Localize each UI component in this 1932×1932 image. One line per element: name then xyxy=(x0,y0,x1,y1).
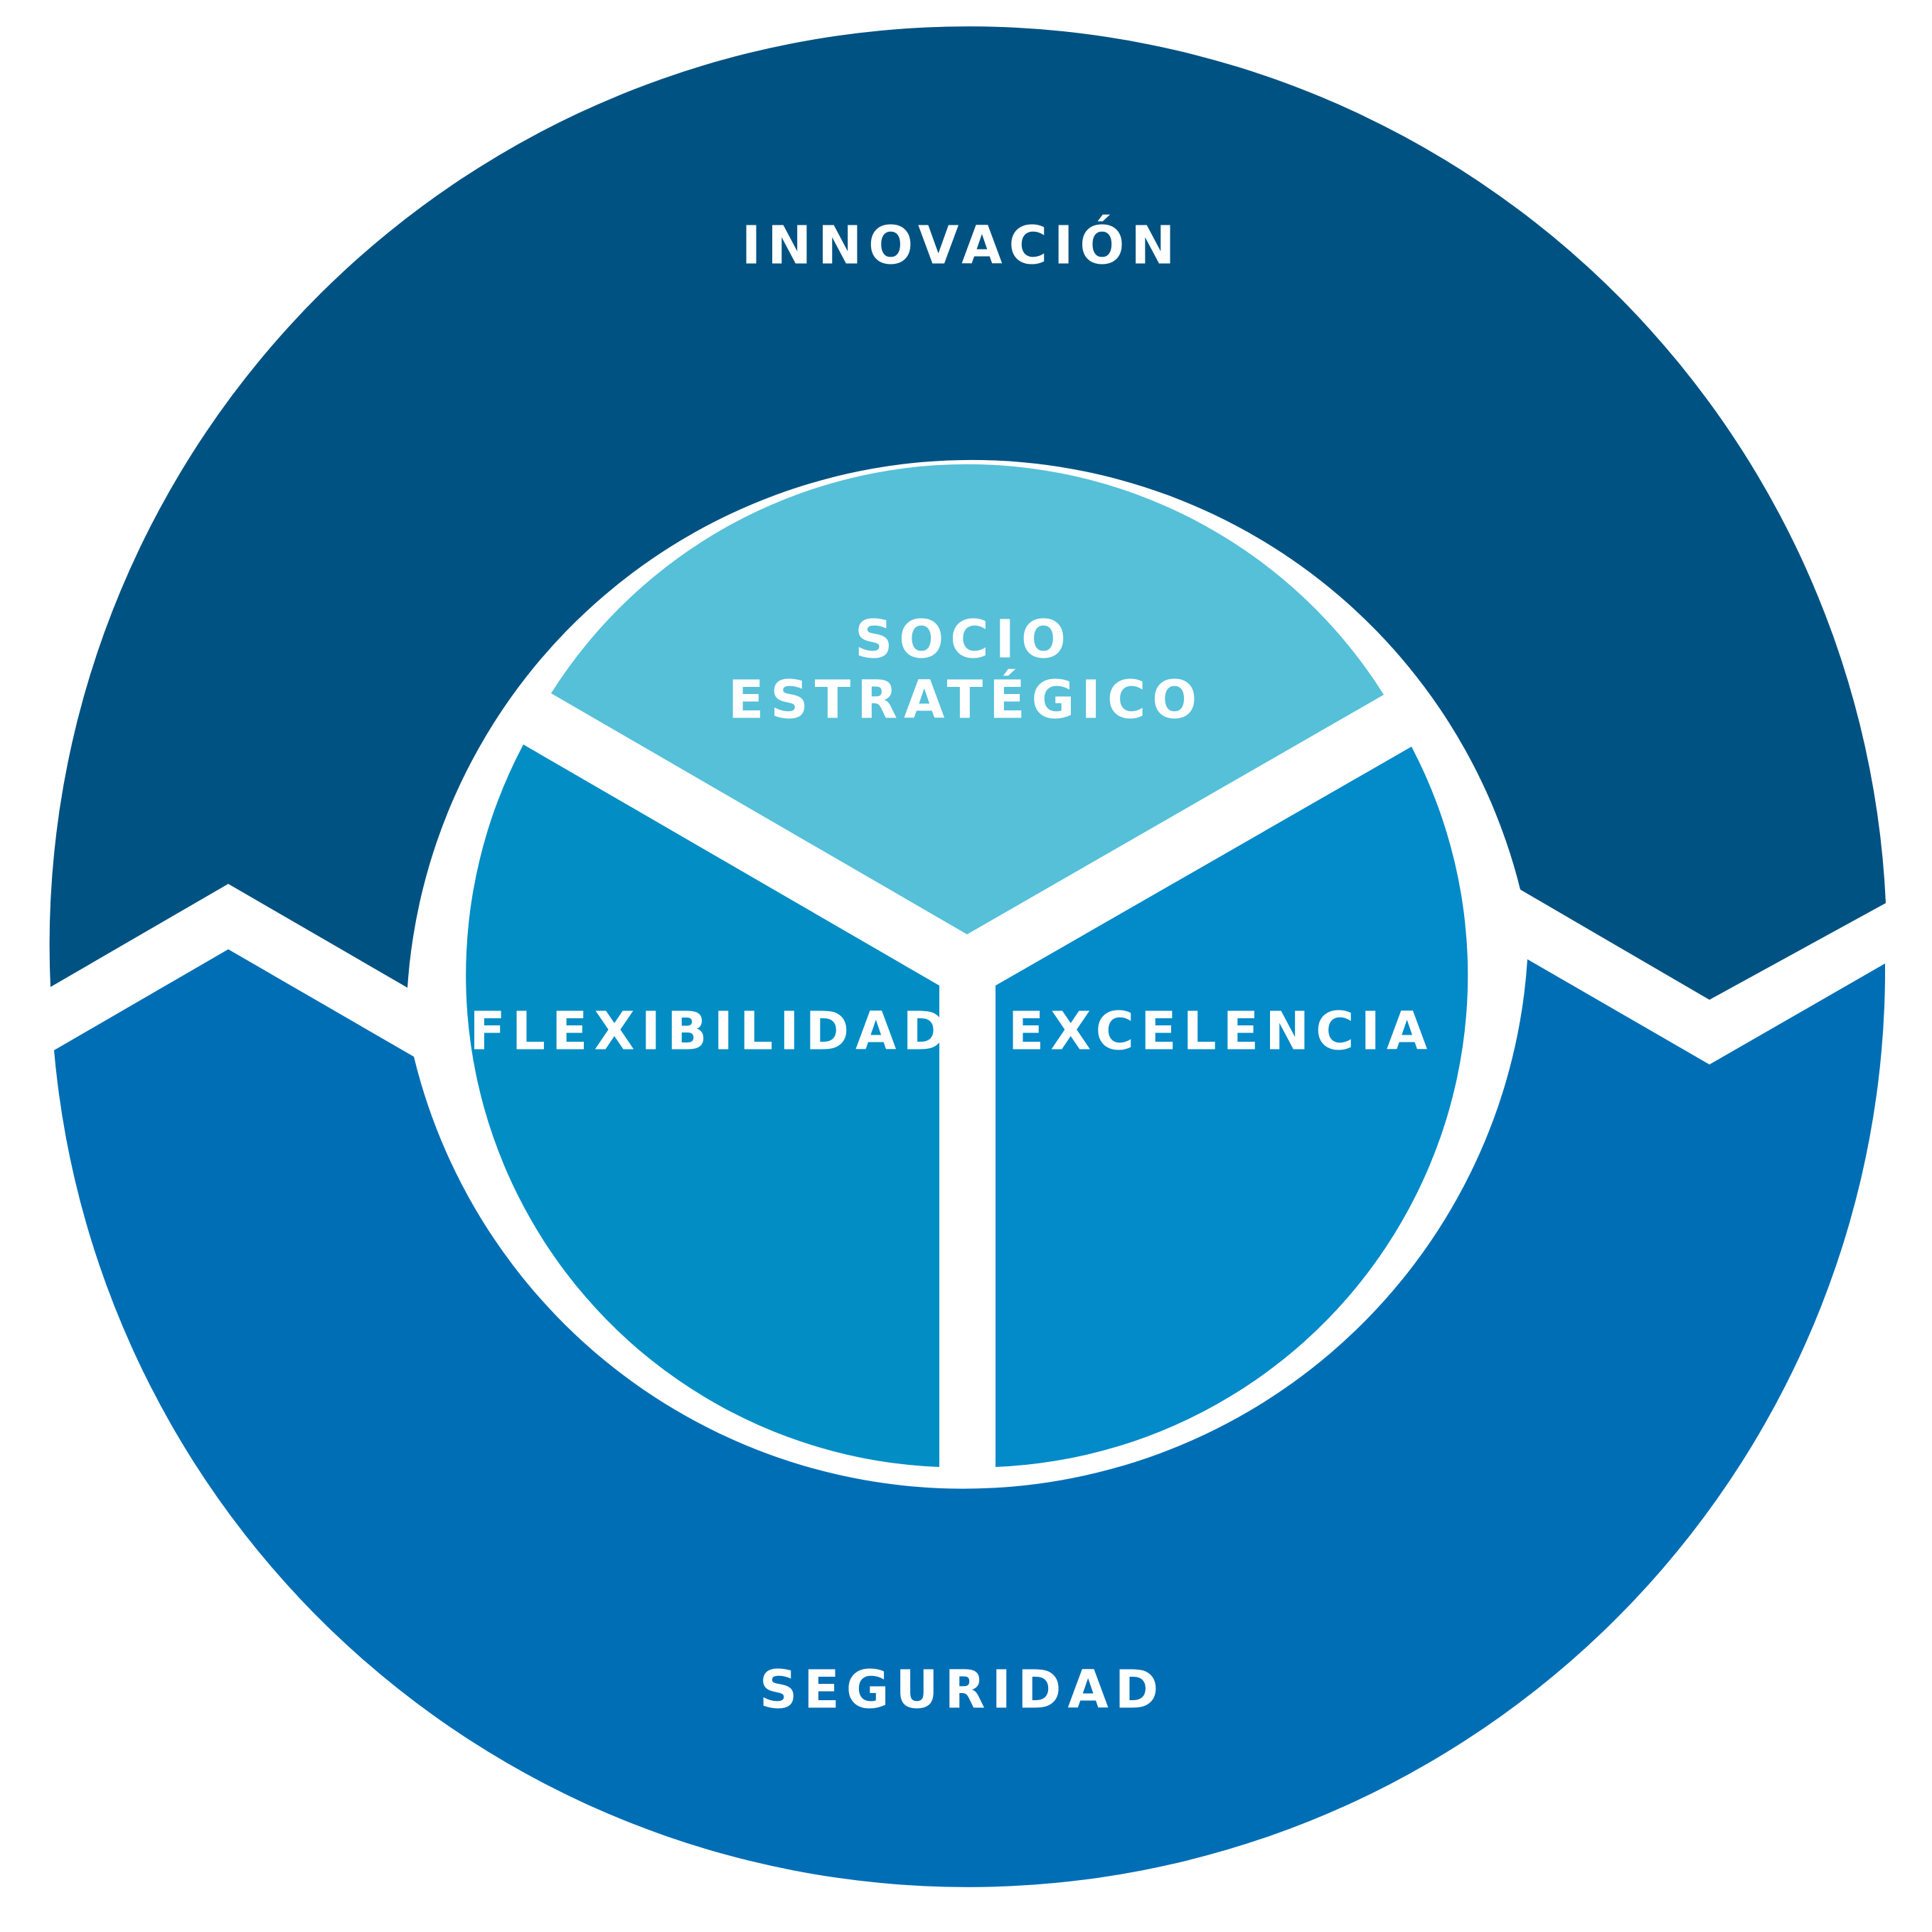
socio-label-line2: ESTRATÉGICO xyxy=(728,668,1203,731)
flexibilidad-label: FLEXIBILIDAD xyxy=(469,1001,953,1062)
innovacion-segment xyxy=(49,26,1886,1000)
excelencia-label: EXCELENCIA xyxy=(1008,1001,1434,1062)
flexibilidad-segment xyxy=(466,744,939,1467)
socio-label-line1: SOCIO xyxy=(855,609,1072,671)
socio-estrategico-segment xyxy=(551,464,1384,934)
excelencia-segment xyxy=(996,747,1468,1467)
innovacion-label: INNOVACIÓN xyxy=(742,214,1182,277)
seguridad-label: SEGURIDAD xyxy=(759,1660,1165,1721)
seguridad-segment xyxy=(54,949,1886,1887)
